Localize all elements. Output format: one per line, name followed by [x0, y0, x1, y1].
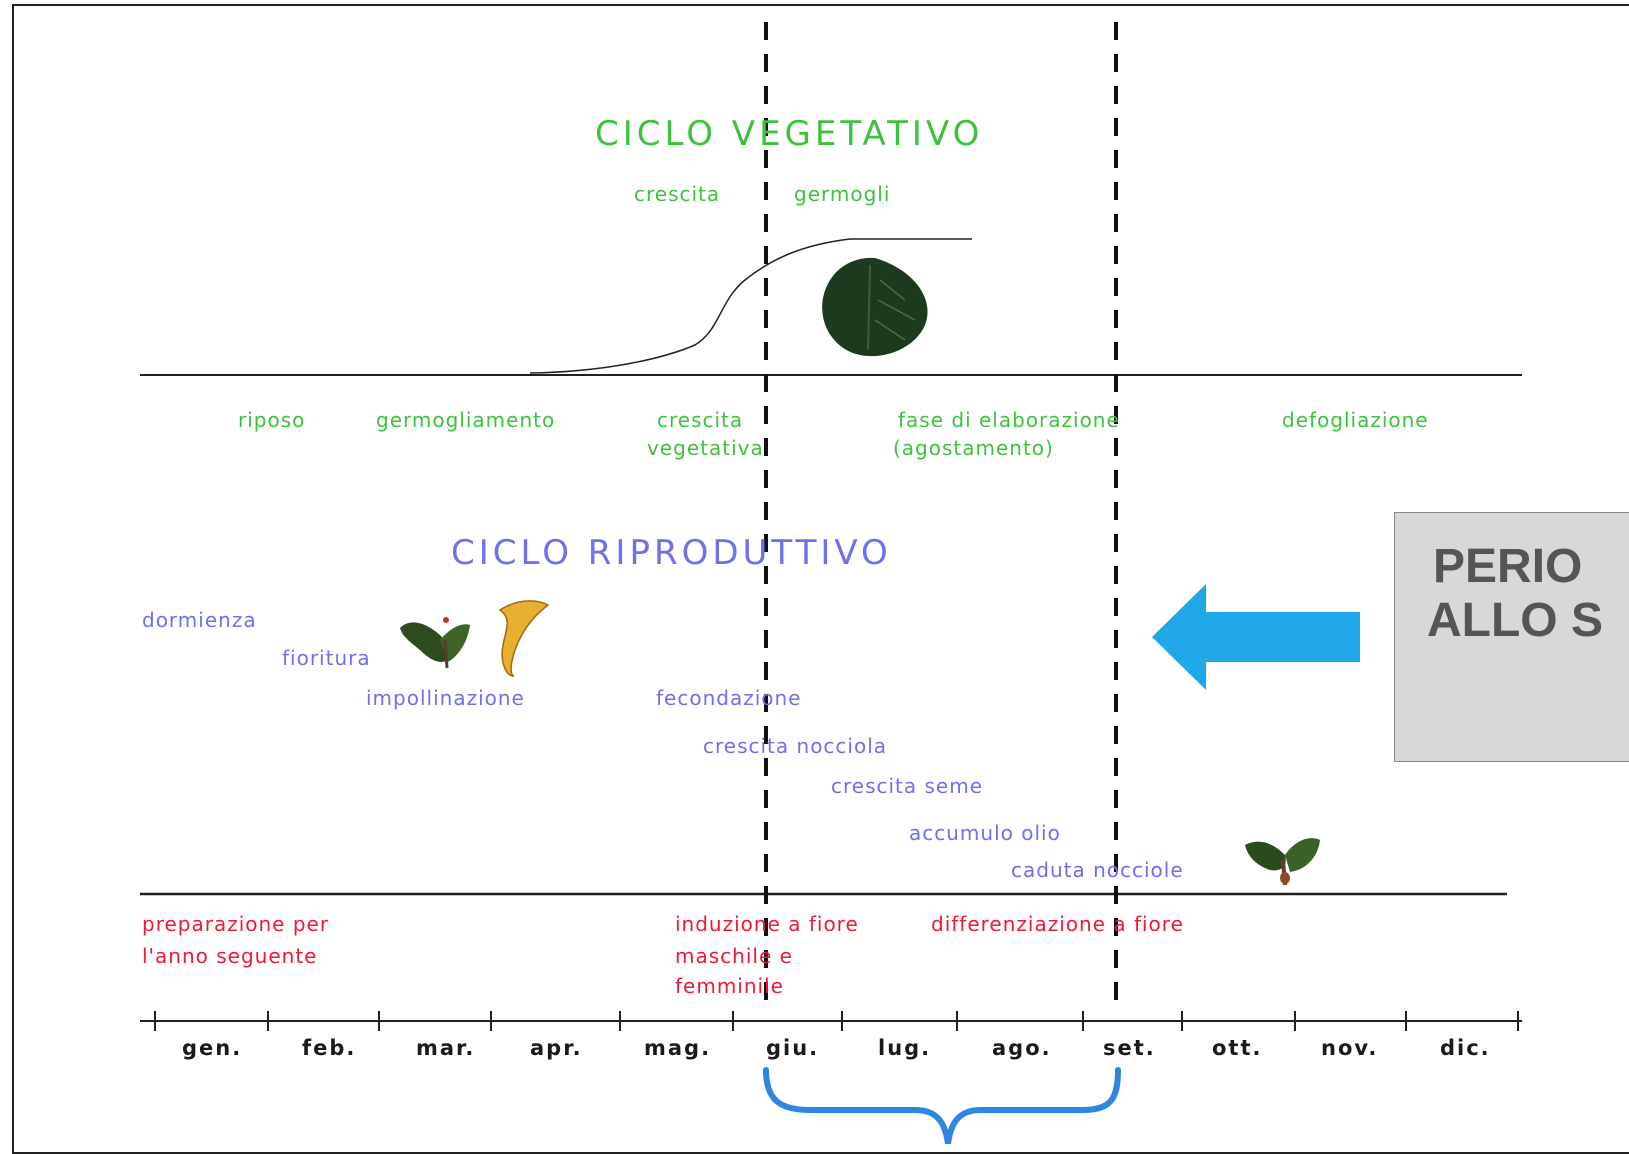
callout-box: PERIO ALLO S [1394, 512, 1629, 762]
leaf-icon [822, 257, 928, 357]
phase-fase-di-elaborazione: fase di elaborazione [898, 408, 1120, 432]
stage-crescita-nocciola: crescita nocciola [703, 734, 888, 758]
month-label: ott. [1212, 1036, 1263, 1060]
hazelnut-cluster-icon [1245, 838, 1320, 886]
reproductive-title: CICLO RIPRODUTTIVO [451, 533, 892, 573]
month-label: apr. [530, 1036, 583, 1060]
month-label: set. [1103, 1036, 1156, 1060]
growth-label-crescita: crescita [634, 182, 721, 206]
phase-germogliamento: germogliamento [376, 408, 556, 432]
phase-vegetativa: vegetativa [647, 436, 764, 460]
month-label: gen. [182, 1036, 243, 1060]
vegetative-title: CICLO VEGETATIVO [595, 114, 984, 154]
month-label: dic. [1440, 1036, 1491, 1060]
curly-brace-icon [763, 1067, 1121, 1144]
month-label: mag. [644, 1036, 712, 1060]
flower-femminile: femminile [675, 974, 784, 998]
flower-induzione: induzione a fiore [675, 912, 859, 936]
month-label: lug. [878, 1036, 932, 1060]
flower-preparazione: preparazione per [142, 912, 330, 936]
flower-maschile: maschile e [675, 944, 793, 968]
phase-riposo: riposo [238, 408, 306, 432]
month-label: giu. [766, 1036, 820, 1060]
month-label: ago. [992, 1036, 1052, 1060]
month-label: feb. [302, 1036, 357, 1060]
month-ticks [154, 1011, 1519, 1031]
flower-differenziazione: differenziazione a fiore [931, 912, 1184, 936]
growth-curve [529, 238, 972, 374]
phase-agostamento: (agostamento) [893, 436, 1054, 460]
catkin-icon [498, 600, 550, 677]
phase-crescita: crescita [657, 408, 744, 432]
stage-caduta-nocciole: caduta nocciole [1011, 858, 1184, 882]
stage-fecondazione: fecondazione [656, 686, 802, 710]
callout-line-1: PERIO [1433, 540, 1583, 593]
arrow-left-icon [1152, 584, 1360, 690]
flower-bud-icon [400, 617, 470, 669]
phase-defogliazione: defogliazione [1282, 408, 1429, 432]
stage-crescita-seme: crescita seme [831, 774, 984, 798]
stage-dormienza: dormienza [142, 608, 257, 632]
stage-accumulo-olio: accumulo olio [909, 821, 1061, 845]
stage-fioritura: fioritura [282, 646, 371, 670]
month-label: mar. [416, 1036, 476, 1060]
callout-line-2: ALLO S [1427, 594, 1603, 647]
growth-label-germogli: germogli [794, 182, 891, 206]
month-label: nov. [1321, 1036, 1379, 1060]
flower-anno-seguente: l'anno seguente [142, 944, 318, 968]
stage-impollinazione: impollinazione [366, 686, 525, 710]
